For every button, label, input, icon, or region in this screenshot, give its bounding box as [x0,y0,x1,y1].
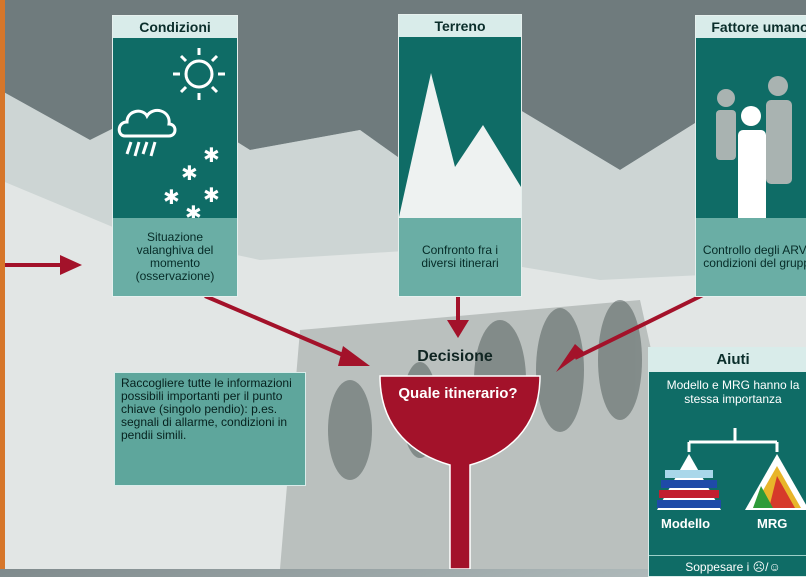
people-icon [716,76,792,226]
card-condizioni: Condizioni ✱ ✱ ✱ ✱ ✱ Situazione valanghi… [112,15,238,297]
arrow-left-in [5,255,82,275]
mrg-pyramid-icon [745,454,806,510]
aiuti-title: Aiuti [649,348,806,372]
arrow-condizioni-to-decision [204,294,370,366]
arrow-terreno-to-decision [447,296,469,338]
card-fattore-title: Fattore umano [696,16,806,38]
svg-text:✱: ✱ [203,143,220,167]
card-condizioni-caption: Situazione valanghiva del momento (osser… [113,218,237,296]
card-condizioni-title: Condizioni [113,16,237,38]
arrow-fattore-to-decision [556,292,706,372]
model-mrg-diagram [657,428,806,510]
funnel-question: Quale itinerario? [398,385,518,402]
aiuti-label-mrg: MRG [757,516,788,531]
decision-label: Decisione [417,348,493,365]
aiuti-description: Modello e MRG hanno la stessa importanza [666,378,800,406]
card-fattore-umano: Fattore umano Controllo degli ARVA, cond… [695,15,806,297]
snowflake-icon: ✱ ✱ ✱ ✱ ✱ [163,143,220,225]
svg-text:✱: ✱ [163,185,180,209]
connector-lines [687,428,779,452]
card-terreno-caption: Confronto fra i diversi itinerari [399,218,521,296]
card-terreno-title: Terreno [399,15,521,37]
weather-icon: ✱ ✱ ✱ ✱ ✱ [117,48,225,225]
cloud-rain-icon [117,108,177,157]
aiuti-panel: Aiuti Modello e MRG hanno la stessa impo… [648,347,806,577]
svg-text:✱: ✱ [181,161,198,185]
svg-text:✱: ✱ [203,183,220,207]
aiuti-label-modello: Modello [661,516,711,531]
card-fattore-caption: Controllo degli ARVA, condizioni del gru… [696,218,806,296]
mountain-icon [399,37,521,221]
left-accent-stripe [0,0,5,569]
modello-pyramid-icon [657,454,721,510]
card-terreno: Terreno Confronto fra i diversi itinerar… [398,14,522,297]
sun-icon [173,48,225,100]
info-note: Raccogliere tutte le informazioni possib… [114,372,306,486]
decision-funnel [379,375,541,569]
aiuti-footer: Soppesare i ☹/☺ [649,555,806,574]
